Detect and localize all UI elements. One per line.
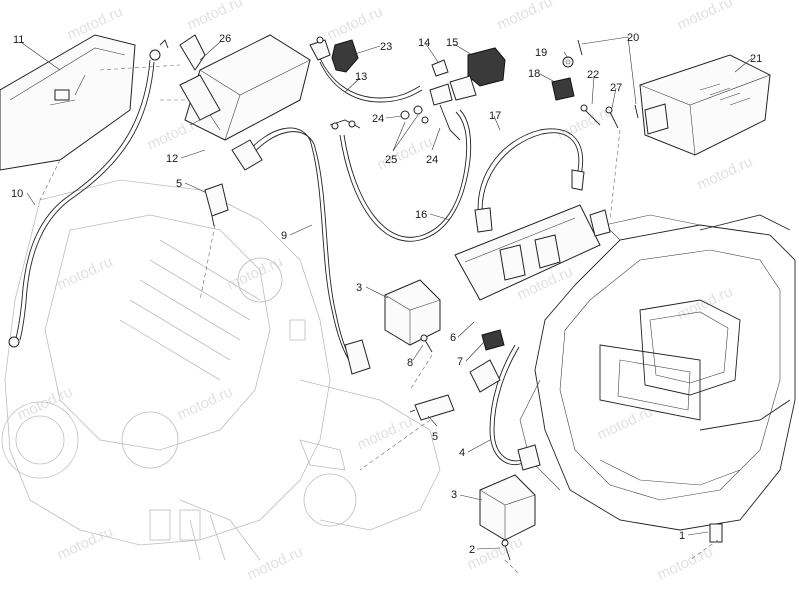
callout-9: 9 [281, 230, 287, 242]
watermark: motod.ru [225, 253, 286, 293]
watermark: motod.ru [355, 413, 416, 453]
watermark: motod.ru [495, 0, 556, 34]
callout-3: 3 [356, 282, 362, 294]
callout-19: 19 [535, 47, 547, 59]
item-5-spark-plug-bottom [409, 394, 455, 421]
item-21-ecu [639, 54, 771, 156]
engine-block-outline [1, 179, 441, 561]
callout-21: 21 [750, 53, 762, 65]
callout-22: 22 [587, 69, 599, 81]
callout-4: 4 [459, 447, 465, 459]
callout-labels: 1 2 3 3 4 5 5 6 7 8 9 10 11 12 13 14 15 … [11, 32, 762, 556]
item-7-pad [481, 329, 505, 351]
watermark: motod.ru [245, 543, 306, 583]
watermark: motod.ru [175, 383, 236, 423]
callout-25: 25 [385, 154, 397, 166]
callout-11: 11 [13, 34, 24, 46]
item-9-ht-lead [231, 127, 371, 375]
item-20-bolts [577, 39, 639, 119]
item-17-wire-loop [474, 128, 585, 233]
watermark: motod.ru [185, 0, 246, 34]
item-27-screw [605, 106, 619, 129]
callout-2: 2 [469, 544, 475, 556]
watermark: motod.ru [15, 383, 76, 423]
callout-10: 10 [11, 188, 23, 200]
airbox-assembly [519, 214, 796, 531]
callout-23: 23 [380, 41, 392, 53]
callout-24: 24 [426, 154, 438, 166]
item-8-screw [420, 334, 433, 353]
item-6-coil-bracket [454, 204, 611, 301]
item-22-bolt [580, 104, 601, 126]
item-16-ht-lead [339, 109, 472, 242]
callout-6: 6 [450, 332, 456, 344]
callout-27: 27 [610, 82, 622, 94]
watermark: motod.ru [55, 523, 116, 563]
item-3-ignition-coil-upper [384, 279, 441, 346]
callout-26: 26 [219, 33, 231, 45]
callout-17: 17 [489, 110, 501, 122]
item-23-rubber-boot [331, 39, 359, 73]
callout-7: 7 [457, 356, 463, 368]
callout-3: 3 [451, 489, 457, 501]
item-19-washer [562, 56, 574, 68]
callout-5: 5 [432, 431, 438, 443]
item-18-grommet [551, 77, 575, 101]
callout-14: 14 [418, 37, 430, 49]
item-1-spacer [709, 523, 723, 543]
callout-8: 8 [407, 357, 413, 369]
item-2-screw [501, 539, 511, 561]
item-14-clip [431, 59, 449, 77]
callout-12: 12 [166, 153, 178, 165]
watermark: motod.ru [695, 153, 756, 193]
callout-1: 1 [679, 530, 685, 542]
callout-16: 16 [415, 209, 427, 221]
callout-24: 24 [372, 113, 384, 125]
watermark: motod.ru [55, 253, 116, 293]
item-3-ignition-coil-lower [479, 474, 536, 541]
watermark: motod.ru [675, 0, 736, 34]
callout-15: 15 [446, 37, 458, 49]
items-24-25-connectors [329, 104, 461, 141]
assembly-dash-lines [39, 64, 719, 576]
item-4-ht-lead-lower [469, 344, 541, 471]
callout-leaders [21, 36, 753, 550]
callout-20: 20 [627, 32, 639, 44]
callout-13: 13 [355, 71, 367, 83]
watermark: motod.ru [675, 283, 736, 323]
item-13-cable [309, 36, 423, 103]
item-10-ground-cable [8, 39, 169, 348]
item-5-spark-plug-top [204, 183, 229, 227]
item-12-battery-box [179, 34, 311, 141]
item-15-relay-cover [429, 47, 506, 106]
item-11-side-cover [0, 34, 136, 171]
callout-18: 18 [528, 68, 540, 80]
watermark: motod.ru [655, 543, 716, 583]
callout-5: 5 [176, 178, 182, 190]
watermark: motod.ru [325, 3, 386, 43]
